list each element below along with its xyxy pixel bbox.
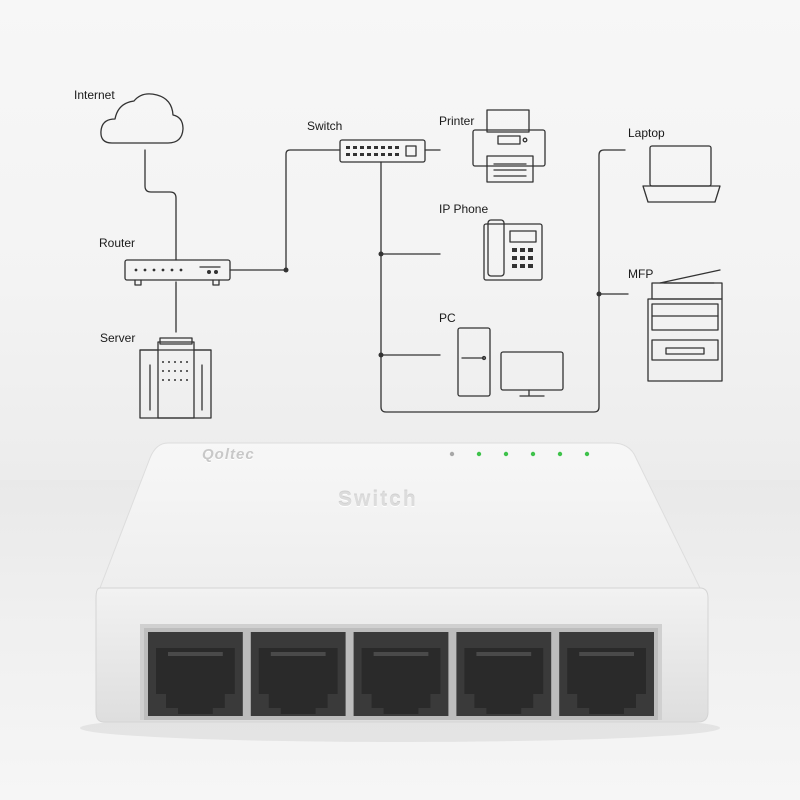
background-top bbox=[0, 0, 800, 480]
label-mfp: MFP bbox=[628, 267, 654, 281]
label-laptop: Laptop bbox=[628, 126, 665, 140]
label-pc: PC bbox=[439, 311, 456, 325]
status-leds bbox=[449, 451, 590, 457]
cloud-icon bbox=[100, 93, 184, 144]
server-icon bbox=[139, 337, 212, 419]
connection-lines bbox=[144, 149, 629, 413]
switch-device bbox=[80, 442, 720, 742]
status-led bbox=[584, 451, 590, 457]
router-icon bbox=[124, 259, 231, 286]
laptop-icon bbox=[642, 145, 721, 203]
brand-logo: Qoltec bbox=[202, 446, 255, 463]
label-printer: Printer bbox=[439, 114, 475, 128]
label-router: Router bbox=[99, 236, 136, 250]
label-switch: Switch bbox=[307, 119, 343, 133]
status-led bbox=[503, 451, 509, 457]
label-server: Server bbox=[100, 331, 136, 345]
status-led bbox=[530, 451, 536, 457]
pc-icon bbox=[457, 327, 564, 397]
switch-icon bbox=[339, 139, 426, 163]
status-led bbox=[449, 451, 455, 457]
ip-phone-icon bbox=[483, 219, 543, 281]
ethernet-ports bbox=[148, 632, 654, 716]
ethernet-port[interactable] bbox=[559, 632, 654, 716]
ethernet-port[interactable] bbox=[250, 632, 346, 716]
ethernet-port[interactable] bbox=[148, 632, 243, 716]
ethernet-port[interactable] bbox=[353, 632, 449, 716]
printer-icon bbox=[472, 109, 546, 183]
status-led bbox=[476, 451, 482, 457]
device-top bbox=[99, 442, 701, 589]
mfp-icon bbox=[647, 269, 723, 382]
ethernet-port[interactable] bbox=[456, 632, 552, 716]
device-label: Switch bbox=[338, 488, 418, 511]
network-diagram bbox=[100, 93, 723, 419]
label-internet: Internet bbox=[74, 88, 115, 102]
junction-dots bbox=[283, 251, 602, 358]
label-ip-phone: IP Phone bbox=[439, 202, 489, 216]
status-led bbox=[557, 451, 563, 457]
